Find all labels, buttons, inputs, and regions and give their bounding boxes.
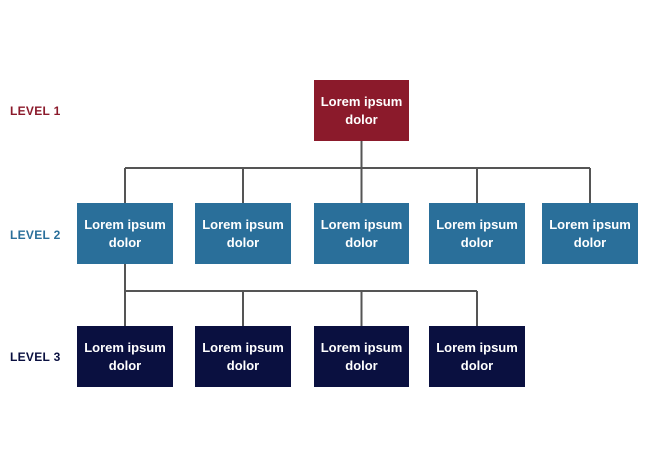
node-text-line-2: dolor — [460, 234, 494, 250]
level-1-node: Lorem ipsum dolor — [314, 80, 409, 141]
level-1-label: LEVEL 1 — [10, 104, 61, 118]
node-text-line-1: Lorem ipsum — [84, 339, 166, 355]
node-text-line-2: dolor — [345, 357, 378, 373]
level-3-node-1: Lorem ipsum dolor — [77, 326, 173, 387]
node-text-line-1: Lorem ipsum — [320, 93, 403, 109]
node-text-line-2: dolor — [573, 234, 607, 250]
node-text-line-2: dolor — [460, 357, 494, 373]
level-2-node-1: Lorem ipsum dolor — [77, 203, 173, 264]
level-2-node-2: Lorem ipsum dolor — [195, 203, 291, 264]
node-text-line-2: dolor — [108, 357, 142, 373]
level-2-node-5: Lorem ipsum dolor — [542, 203, 638, 264]
level-3-node-2: Lorem ipsum dolor — [195, 326, 291, 387]
node-text-line-2: dolor — [226, 357, 260, 373]
node-text-line-2: dolor — [345, 234, 378, 250]
level-3-node-4: Lorem ipsum dolor — [429, 326, 525, 387]
level-3-label: LEVEL 3 — [10, 350, 61, 364]
node-text-line-1: Lorem ipsum — [320, 339, 403, 355]
node-text-line-2: dolor — [108, 234, 142, 250]
node-text-line-1: Lorem ipsum — [202, 216, 284, 232]
node-text-line-1: Lorem ipsum — [84, 216, 166, 232]
node-text-line-1: Lorem ipsum — [320, 216, 403, 232]
level-3-node-3: Lorem ipsum dolor — [314, 326, 409, 387]
level-2-node-4: Lorem ipsum dolor — [429, 203, 525, 264]
level-2-label: LEVEL 2 — [10, 228, 61, 242]
node-text-line-1: Lorem ipsum — [436, 339, 518, 355]
node-text-line-2: dolor — [226, 234, 260, 250]
level-2-node-3: Lorem ipsum dolor — [314, 203, 409, 264]
node-text-line-2: dolor — [345, 111, 378, 127]
node-text-line-1: Lorem ipsum — [436, 216, 518, 232]
node-text-line-1: Lorem ipsum — [202, 339, 284, 355]
node-text-line-1: Lorem ipsum — [549, 216, 631, 232]
